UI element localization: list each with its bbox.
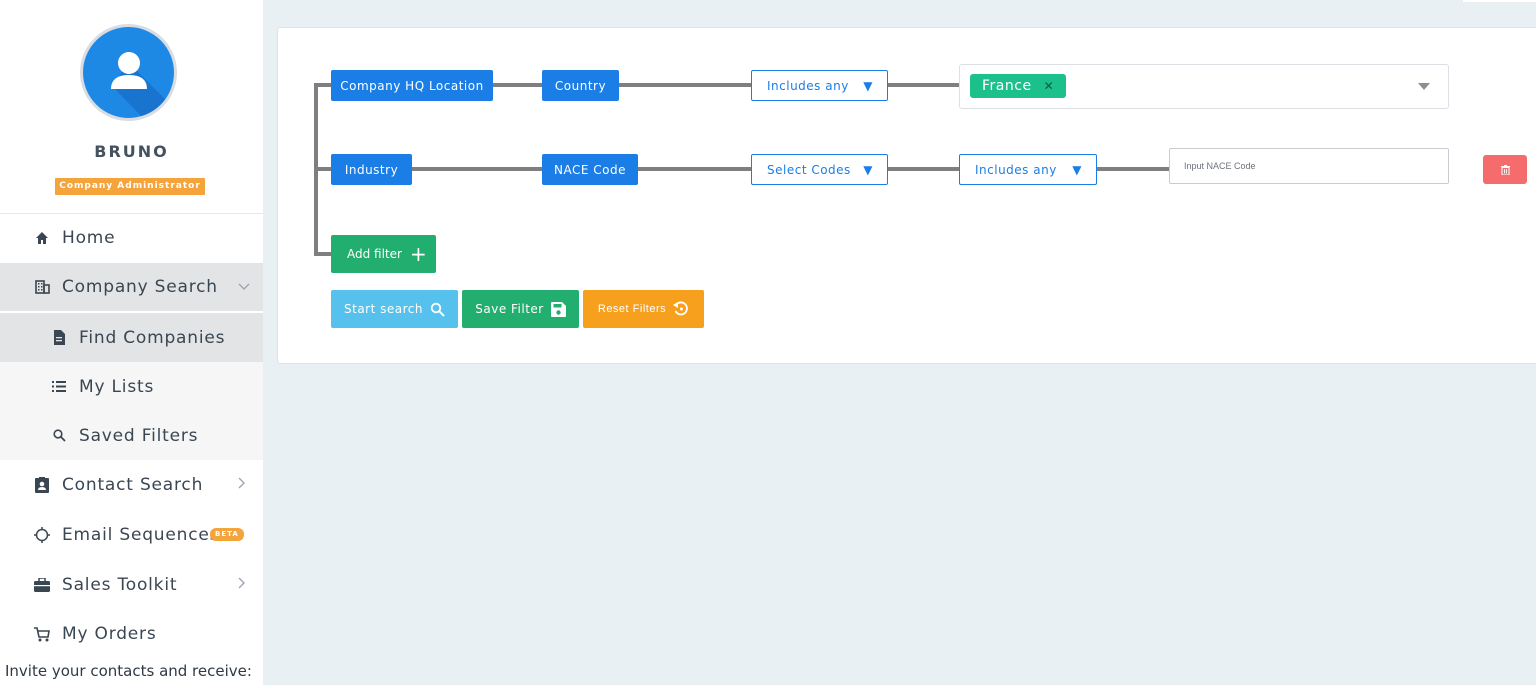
user-icon xyxy=(111,52,174,118)
sidebar-item-my-lists[interactable]: My Lists xyxy=(0,362,263,411)
caret-down-icon[interactable] xyxy=(1418,83,1430,90)
cart-icon xyxy=(33,625,51,643)
sidebar-item-email-sequences[interactable]: Email Sequences BETA xyxy=(0,511,263,559)
operator-select-value: Includes any xyxy=(975,162,1057,177)
tree-connector xyxy=(314,83,331,87)
operator-select-value: Includes any xyxy=(767,78,849,93)
invite-text: Invite your contacts and receive: xyxy=(5,662,252,680)
triangle-down-icon: ▼ xyxy=(863,162,873,177)
sidebar-item-my-orders[interactable]: My Orders xyxy=(0,610,263,658)
triangle-down-icon: ▼ xyxy=(863,78,873,93)
reset-icon xyxy=(673,301,689,317)
chevron-right-icon xyxy=(238,577,246,593)
reset-filters-button[interactable]: Reset Filters xyxy=(583,290,704,328)
save-icon xyxy=(550,301,566,317)
list-icon xyxy=(50,378,68,396)
delete-filter-button[interactable] xyxy=(1483,155,1527,184)
tag-label: France xyxy=(982,78,1032,94)
role-badge: Company Administrator xyxy=(55,178,205,195)
sidebar-item-saved-filters[interactable]: Saved Filters xyxy=(0,411,263,460)
close-icon[interactable]: ✕ xyxy=(1043,79,1055,93)
operator-select[interactable]: Includes any ▼ xyxy=(751,70,888,101)
sidebar-item-label: My Orders xyxy=(62,624,157,644)
add-filter-label: Add filter xyxy=(347,247,402,261)
operator-select[interactable]: Includes any ▼ xyxy=(959,154,1097,185)
row-connector xyxy=(412,167,542,171)
sidebar-divider xyxy=(0,213,263,214)
row-connector xyxy=(888,83,959,87)
add-filter-button[interactable]: Add filter + xyxy=(331,235,436,273)
chevron-down-icon xyxy=(238,279,250,295)
sidebar-item-label: Find Companies xyxy=(79,327,226,348)
sidebar-item-label: Email Sequences xyxy=(62,525,220,545)
row-connector xyxy=(493,83,542,87)
search-icon xyxy=(50,427,68,445)
trash-icon xyxy=(1500,160,1510,179)
sidebar-item-home[interactable]: Home xyxy=(0,214,263,262)
filter-category-industry[interactable]: Industry xyxy=(331,154,412,185)
chevron-right-icon xyxy=(238,477,246,493)
row-connector xyxy=(1097,167,1169,171)
country-tag-field[interactable]: France ✕ xyxy=(959,64,1449,109)
code-select[interactable]: Select Codes ▼ xyxy=(751,154,888,185)
building-icon xyxy=(33,278,51,296)
tree-connector xyxy=(314,252,331,256)
sidebar-item-label: Saved Filters xyxy=(79,425,199,446)
avatar[interactable] xyxy=(80,24,177,121)
home-icon xyxy=(33,229,51,247)
tree-connector xyxy=(314,167,331,171)
save-filter-label: Save Filter xyxy=(475,302,544,316)
row-connector xyxy=(619,83,751,87)
sidebar-item-label: Home xyxy=(62,228,116,248)
sidebar-item-company-search[interactable]: Company Search xyxy=(0,263,263,311)
search-icon xyxy=(430,302,445,317)
sidebar-item-label: Contact Search xyxy=(62,475,204,495)
filter-field-country[interactable]: Country xyxy=(542,70,619,101)
user-name: BRUNO xyxy=(94,142,169,161)
start-search-button[interactable]: Start search xyxy=(331,290,458,328)
top-corner xyxy=(1463,0,1536,2)
contact-card-icon xyxy=(33,476,51,494)
sidebar-item-find-companies[interactable]: Find Companies xyxy=(0,313,263,362)
tag-chip: France ✕ xyxy=(970,74,1067,98)
sidebar-item-label: My Lists xyxy=(79,376,155,397)
plus-icon: + xyxy=(409,242,427,266)
sidebar-item-label: Sales Toolkit xyxy=(62,575,178,595)
row-connector xyxy=(638,167,751,171)
code-select-value: Select Codes xyxy=(767,162,851,177)
sidebar-item-sales-toolkit[interactable]: Sales Toolkit xyxy=(0,561,263,609)
triangle-down-icon: ▼ xyxy=(1072,162,1082,177)
crosshair-icon xyxy=(33,526,51,544)
nace-code-input[interactable] xyxy=(1169,148,1449,184)
filter-field-nace-code[interactable]: NACE Code xyxy=(542,154,638,185)
sidebar: BRUNO Company Administrator Home Company… xyxy=(0,0,263,685)
start-search-label: Start search xyxy=(344,302,423,316)
sidebar-item-label: Company Search xyxy=(62,277,218,297)
document-icon xyxy=(50,329,68,347)
beta-badge: BETA xyxy=(210,528,244,541)
reset-filters-label: Reset Filters xyxy=(597,303,667,315)
save-filter-button[interactable]: Save Filter xyxy=(462,290,579,328)
sidebar-item-contact-search[interactable]: Contact Search xyxy=(0,461,263,509)
filter-category-company-hq-location[interactable]: Company HQ Location xyxy=(331,70,493,101)
briefcase-icon xyxy=(33,576,51,594)
row-connector xyxy=(888,167,959,171)
